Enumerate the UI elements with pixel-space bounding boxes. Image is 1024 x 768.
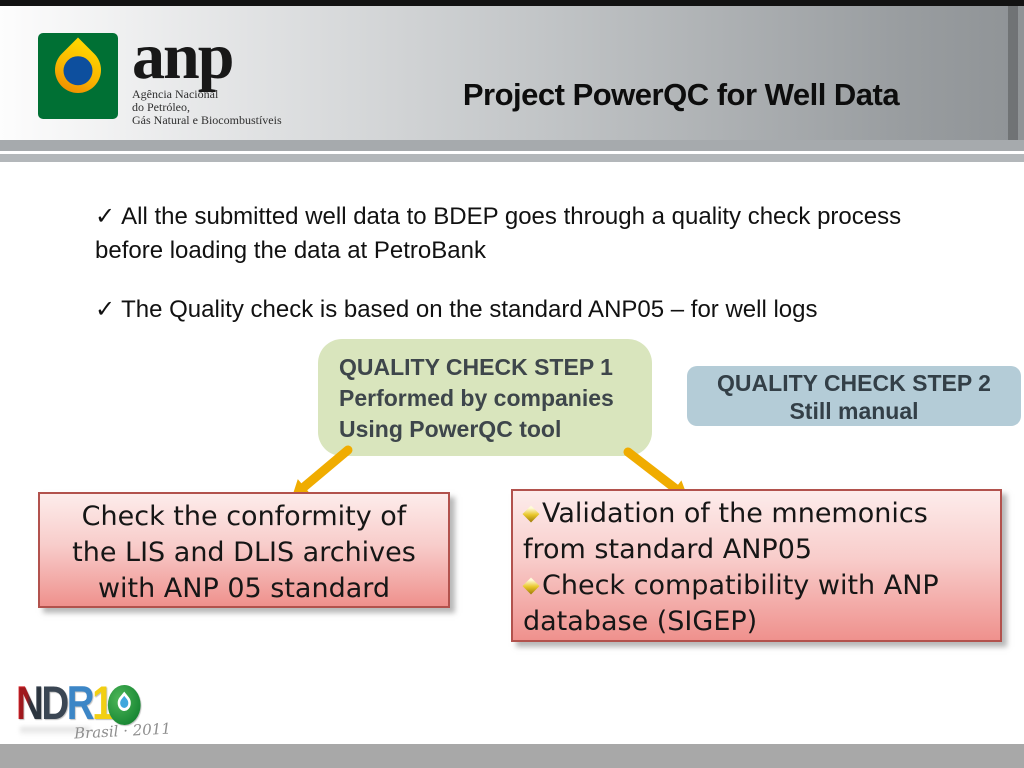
ndr10-logo: NDR1 — [16, 679, 168, 726]
anp-caption-line3: Gás Natural e Biocombustíveis — [132, 113, 282, 127]
divider-bar-1 — [0, 140, 1024, 151]
step2-line2: Still manual — [789, 398, 919, 424]
bullet-text: All the submitted well data to BDEP goes… — [95, 203, 902, 264]
right-result-item: Validation of the mnemonics from standar… — [522, 496, 992, 568]
drop-blue-circle — [57, 50, 99, 92]
diamond-bullet-icon — [522, 577, 540, 594]
anp-logo-icon — [38, 33, 118, 119]
step1-line3: Using PowerQC tool — [339, 416, 562, 442]
right-result-box: Validation of the mnemonics from standar… — [511, 489, 1002, 642]
footer-gray-bar — [0, 744, 1024, 768]
left-result-box: Check the conformity of the LIS and DLIS… — [38, 492, 450, 608]
right-result-item: Check compatibility with ANP database (S… — [522, 568, 992, 640]
bullet-text: The Quality check is based on the standa… — [121, 296, 818, 323]
checkmark-icon: ✓ — [95, 203, 116, 230]
header-banner: anp Agência Nacional do Petróleo, Gás Na… — [0, 6, 1024, 140]
ndr-letter-r: R — [66, 676, 95, 729]
left-result-line2: the LIS and DLIS archives — [72, 537, 416, 568]
page-title: Project PowerQC for Well Data — [462, 76, 900, 112]
right-item-line2: database (SIGEP) — [523, 606, 758, 637]
checkmark-icon: ✓ — [95, 296, 116, 323]
top-black-strip — [0, 0, 1024, 6]
ndr-digit-1: 1 — [92, 676, 113, 729]
right-item-text: Check compatibility with ANP — [542, 570, 939, 601]
anp-caption-line2: do Petróleo, — [132, 100, 190, 114]
left-result-line3: with ANP 05 standard — [97, 573, 391, 604]
divider-bar-2 — [0, 154, 1024, 162]
ndr-zero-drop-icon — [107, 685, 141, 725]
left-result-line1: Check the conformity of — [81, 501, 407, 532]
right-item-line1: Validation of the mnemonics — [522, 496, 992, 532]
step2-line1: QUALITY CHECK STEP 2 — [717, 370, 991, 396]
bullet-item: ✓The Quality check is based on the stand… — [95, 293, 963, 327]
ndr-letter-n: N — [16, 676, 44, 729]
water-drop-icon — [114, 691, 134, 715]
right-item-line2: from standard ANP05 — [523, 534, 813, 565]
ndr-tagline: Brasil · 2011 — [73, 719, 172, 743]
right-item-line1: Check compatibility with ANP — [522, 568, 992, 604]
bullet-list: ✓All the submitted well data to BDEP goe… — [95, 200, 963, 327]
ndr-letters: NDR1 — [16, 679, 141, 726]
diamond-bullet-icon — [522, 505, 540, 522]
anp-caption-line1: Agência Nacional — [132, 87, 219, 101]
quality-check-step1-box: QUALITY CHECK STEP 1 Performed by compan… — [318, 339, 652, 456]
anp-wordmark: anp — [132, 20, 234, 93]
header-right-bevel — [1008, 6, 1018, 140]
step1-line1: QUALITY CHECK STEP 1 — [339, 354, 613, 380]
anp-wordmark-block: anp Agência Nacional do Petróleo, Gás Na… — [132, 20, 362, 127]
water-drop-inner — [118, 695, 131, 711]
ndr-letter-d: D — [41, 676, 69, 729]
step1-line2: Performed by companies — [339, 385, 614, 411]
quality-check-step2-box: QUALITY CHECK STEP 2 Still manual — [687, 366, 1021, 426]
right-item-text: Validation of the mnemonics — [542, 498, 928, 529]
oil-drop-icon — [45, 37, 111, 103]
anp-caption: Agência Nacional do Petróleo, Gás Natura… — [132, 88, 362, 127]
bullet-item: ✓All the submitted well data to BDEP goe… — [95, 200, 963, 268]
arrow-left-icon — [292, 445, 353, 497]
ndr-logo-reflection — [20, 727, 90, 736]
